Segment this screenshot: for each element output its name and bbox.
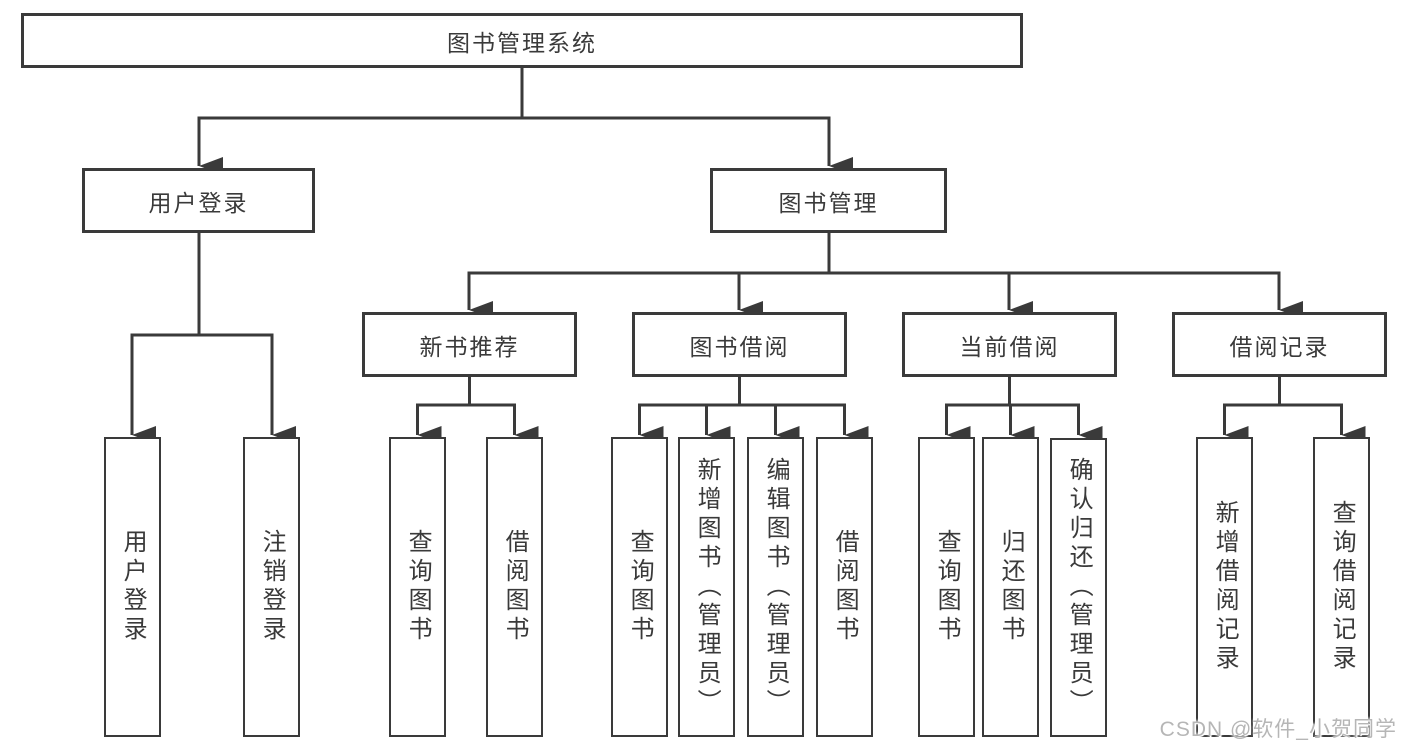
node-book-borrow: 图书借阅 [632, 312, 847, 377]
leaf-return-books: 归还图书 [982, 437, 1039, 737]
leaf-query-borrow-record: 查询借阅记录 [1313, 437, 1370, 737]
leaf-add-borrow-record-label: 新增借阅记录 [1211, 500, 1239, 674]
node-root: 图书管理系统 [21, 13, 1023, 68]
leaf-borrow-books-borrow: 借阅图书 [816, 437, 873, 737]
node-new-book-recommend: 新书推荐 [362, 312, 577, 377]
leaf-query-books-recommend-label: 查询图书 [404, 529, 432, 645]
leaf-add-books-admin: 新增图书（管理员） [678, 437, 735, 737]
leaf-user-login-label: 用户登录 [119, 529, 147, 645]
csdn-watermark: CSDN @软件_小贺同学 [1159, 718, 1397, 741]
leaf-edit-books-admin-label: 编辑图书（管理员） [762, 456, 790, 718]
leaf-query-borrow-record-label: 查询借阅记录 [1328, 500, 1356, 674]
leaf-edit-books-admin: 编辑图书（管理员） [747, 437, 804, 737]
leaf-borrow-books-borrow-label: 借阅图书 [831, 529, 859, 645]
node-book-borrow-label: 图书借阅 [689, 333, 790, 360]
leaf-confirm-return-admin: 确认归还（管理员） [1050, 438, 1107, 737]
node-book-management-label: 图书管理 [778, 189, 879, 216]
node-current-borrow-label: 当前借阅 [959, 333, 1060, 360]
leaf-query-books-current: 查询图书 [918, 437, 975, 737]
leaf-confirm-return-admin-label: 确认归还（管理员） [1065, 457, 1093, 718]
node-user-login-label: 用户登录 [148, 189, 249, 216]
leaf-query-books-recommend: 查询图书 [389, 437, 446, 737]
leaf-borrow-books-recommend: 借阅图书 [486, 437, 543, 737]
leaf-user-login: 用户登录 [104, 437, 161, 737]
node-new-book-recommend-label: 新书推荐 [419, 333, 520, 360]
leaf-return-books-label: 归还图书 [997, 529, 1025, 645]
leaf-logout: 注销登录 [243, 437, 300, 737]
leaf-query-books-borrow-label: 查询图书 [626, 529, 654, 645]
leaf-add-books-admin-label: 新增图书（管理员） [693, 456, 721, 718]
node-book-management: 图书管理 [710, 168, 947, 233]
node-borrow-records-label: 借阅记录 [1229, 333, 1330, 360]
leaf-query-books-borrow: 查询图书 [611, 437, 668, 737]
leaf-logout-label: 注销登录 [258, 529, 286, 645]
leaf-borrow-books-recommend-label: 借阅图书 [501, 529, 529, 645]
leaf-add-borrow-record: 新增借阅记录 [1196, 437, 1253, 737]
node-borrow-records: 借阅记录 [1172, 312, 1387, 377]
leaf-query-books-current-label: 查询图书 [933, 529, 961, 645]
node-user-login: 用户登录 [82, 168, 315, 233]
node-current-borrow: 当前借阅 [902, 312, 1117, 377]
node-root-label: 图书管理系统 [447, 29, 597, 56]
